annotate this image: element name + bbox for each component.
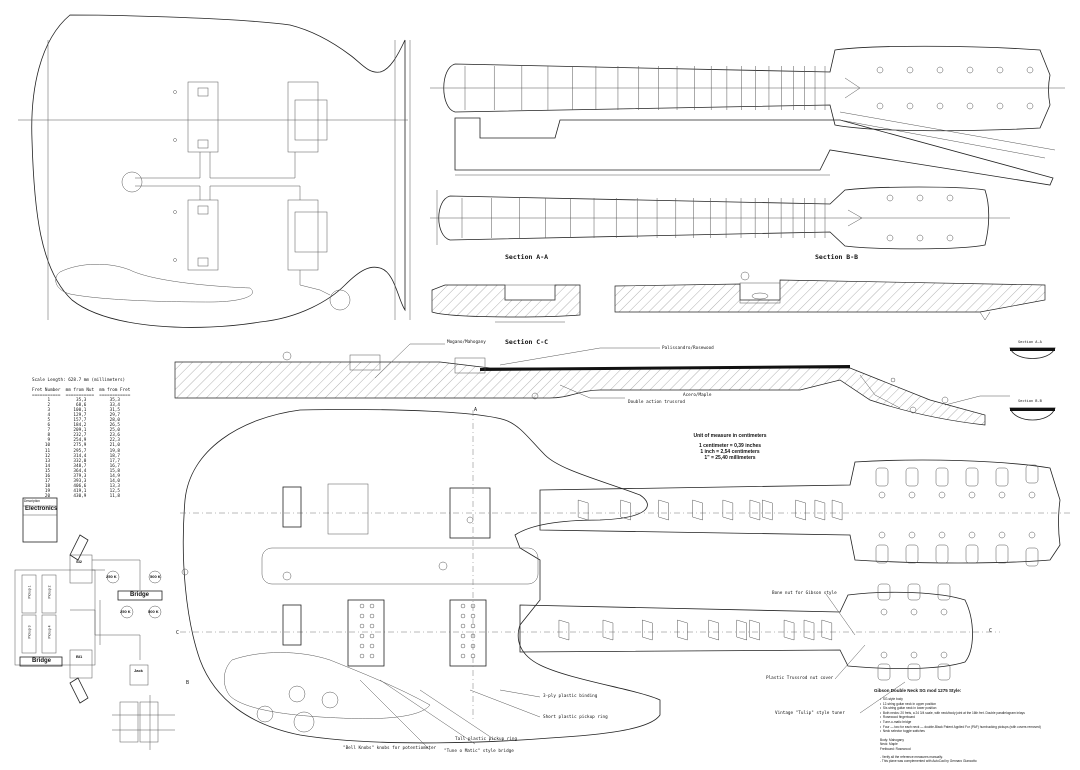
section-cc-drawing <box>174 351 986 426</box>
jack-label: Jack <box>134 668 143 673</box>
scale-row: 3 100,1 31,5 <box>32 408 120 414</box>
scale-row: 11 295,7 19,8 <box>32 448 120 454</box>
switch-1-label: SI2 <box>76 559 83 564</box>
scale-rule: =========== =========== ============ <box>32 393 131 398</box>
spec-line: • Four — two for each neck — double-Blac… <box>880 724 1041 729</box>
scale-row: 7 209,1 25,0 <box>32 428 120 434</box>
scale-row: 14 348,7 16,7 <box>32 463 120 469</box>
scale-row: 6 184,2 26,5 <box>32 423 120 429</box>
callout-binding: 3-ply plastic binding <box>543 694 598 699</box>
pot-3-label: 250 K <box>120 609 131 614</box>
mark-c-left: C <box>176 630 180 636</box>
pot-1-label: 250 K <box>106 574 117 579</box>
callout-truss-cover: Plastic Trussrod nut cover <box>766 676 834 681</box>
section-bb-drawing <box>614 271 1046 321</box>
scale-row: 16 379,3 14,9 <box>32 473 120 479</box>
pickup-3-label: Pickup 3 <box>27 625 32 639</box>
scale-row: 13 332,0 17,7 <box>32 458 120 464</box>
units-line3: 1" = 25,40 millimeters <box>704 455 756 461</box>
callout-short-ring: Short plastic pickup ring <box>543 715 608 720</box>
section-aa-title: Section A-A <box>505 253 549 261</box>
tuners-upper <box>875 464 1039 567</box>
scale-row: 18 406,6 13,3 <box>32 483 120 489</box>
scale-header: Fret Number mm from Nut mm from Fret <box>32 388 131 393</box>
callout-lines <box>359 343 1010 751</box>
callout-bell-knobs: "Bell Knobs" knobs for potentiometer <box>343 746 437 751</box>
scale-row: 19 419,1 12,5 <box>32 488 120 494</box>
spec-line: • SG-style body <box>880 697 903 701</box>
mark-c-right: C <box>989 628 993 634</box>
spec-line: • Neck selector toggle switches <box>880 729 925 734</box>
pot-2-label: 500 K <box>150 574 161 579</box>
scale-row: 10 275,9 21,0 <box>32 443 120 449</box>
mark-b: B <box>186 680 190 686</box>
neck-top-view-6 <box>430 186 1010 250</box>
neck-side-view <box>454 111 1056 186</box>
units-line1: 1 centimeter = 0,39 inches <box>698 443 762 449</box>
scale-row: 2 68,6 33,4 <box>32 403 120 409</box>
pickup-2-label: Pickup 2 <box>47 585 52 599</box>
neck-top-view-12 <box>430 45 1065 132</box>
spec-line: Body: Mahogany <box>880 738 904 742</box>
scale-row: 12 314,4 18,7 <box>32 453 120 459</box>
section-small-aa <box>1009 347 1056 359</box>
callout-tuner: Vintage "Tulip" style tuner <box>775 711 845 716</box>
section-small-bb-title: Section B-B <box>1018 399 1042 403</box>
body-template-top <box>18 14 411 328</box>
bridge-upper-label: Bridge <box>130 592 150 598</box>
callout-palissandro: Palissandro/Rosewood <box>662 346 714 351</box>
scale-row: 1 35,3 35,3 <box>32 398 120 403</box>
pickup-4-label: Pickup 4 <box>47 625 52 639</box>
section-bb-title: Section B-B <box>815 253 859 261</box>
callout-nut: Bone nut for Gibson style <box>772 591 837 596</box>
callout-tall-ring: Tall plastic pickup ring <box>455 737 518 742</box>
spec-line: Neck: Maple <box>880 742 898 747</box>
callout-truss: Double action trussrod <box>628 400 685 405</box>
scale-row: 20 430,9 11,8 <box>32 493 120 499</box>
scale-row: 4 129,7 29,7 <box>32 413 120 419</box>
electronics-tag: Description <box>24 499 40 503</box>
spec-title: Gibson Double Neck SG mod 1275 Style: <box>874 688 962 693</box>
units-title: Unit of measure in centimeters <box>693 433 767 439</box>
callout-acero: Acero/Maple <box>683 393 712 398</box>
scale-title: Scale Length: 628.7 mm (millimeters) <box>32 378 126 383</box>
scale-row: 17 393,3 14,0 <box>32 478 120 484</box>
units-line2: 1 inch = 2,54 centimeters <box>700 449 760 455</box>
pot-4-label: 500 K <box>148 609 159 614</box>
spec-line: • Both necks: 20 frets, a 24 3/4 scale, … <box>880 710 1025 715</box>
section-small-bb <box>1009 407 1056 421</box>
switch-2-label: BI1 <box>76 654 83 659</box>
scale-row: 9 254,9 22,3 <box>32 438 120 444</box>
spec-line: • 12-string guitar neck in upper positio… <box>880 701 937 706</box>
section-aa-drawing <box>431 284 581 323</box>
scale-row: 8 232,7 23,6 <box>32 433 120 439</box>
section-small-aa-title: Section A-A <box>1018 340 1042 344</box>
scale-row: 5 157,7 28,0 <box>32 418 120 424</box>
callout-tom: "Tune o Matic" style bridge <box>444 749 514 754</box>
double-neck-body-plan <box>180 409 1070 744</box>
callout-mogano: Mogano/Mahogany <box>447 340 486 345</box>
tuners-lower <box>877 583 951 681</box>
scale-row: 15 364,4 15,8 <box>32 468 120 474</box>
spec-line: - Verify all the reference measures manu… <box>880 755 943 759</box>
spec-line: • Six-string guitar neck in lower positi… <box>880 706 937 711</box>
section-cc-title: Section C-C <box>505 338 549 346</box>
spec-line: • Rosewood fingerboard <box>880 715 915 720</box>
mark-a: A <box>474 407 478 413</box>
spec-line: • Tune-o-matic bridge <box>880 720 912 724</box>
spec-line: Fretboard: Rosewood <box>880 746 911 751</box>
pickup-1-label: Pickup 1 <box>27 585 32 599</box>
electronics-title: Electronics <box>25 506 58 512</box>
electronics-schematic <box>14 497 175 750</box>
units-note: Unit of measure in centimeters 1 centime… <box>650 433 810 461</box>
bridge-lower-label: Bridge <box>32 658 52 664</box>
spec-line: - This plane was complemented with AutoC… <box>880 759 977 764</box>
